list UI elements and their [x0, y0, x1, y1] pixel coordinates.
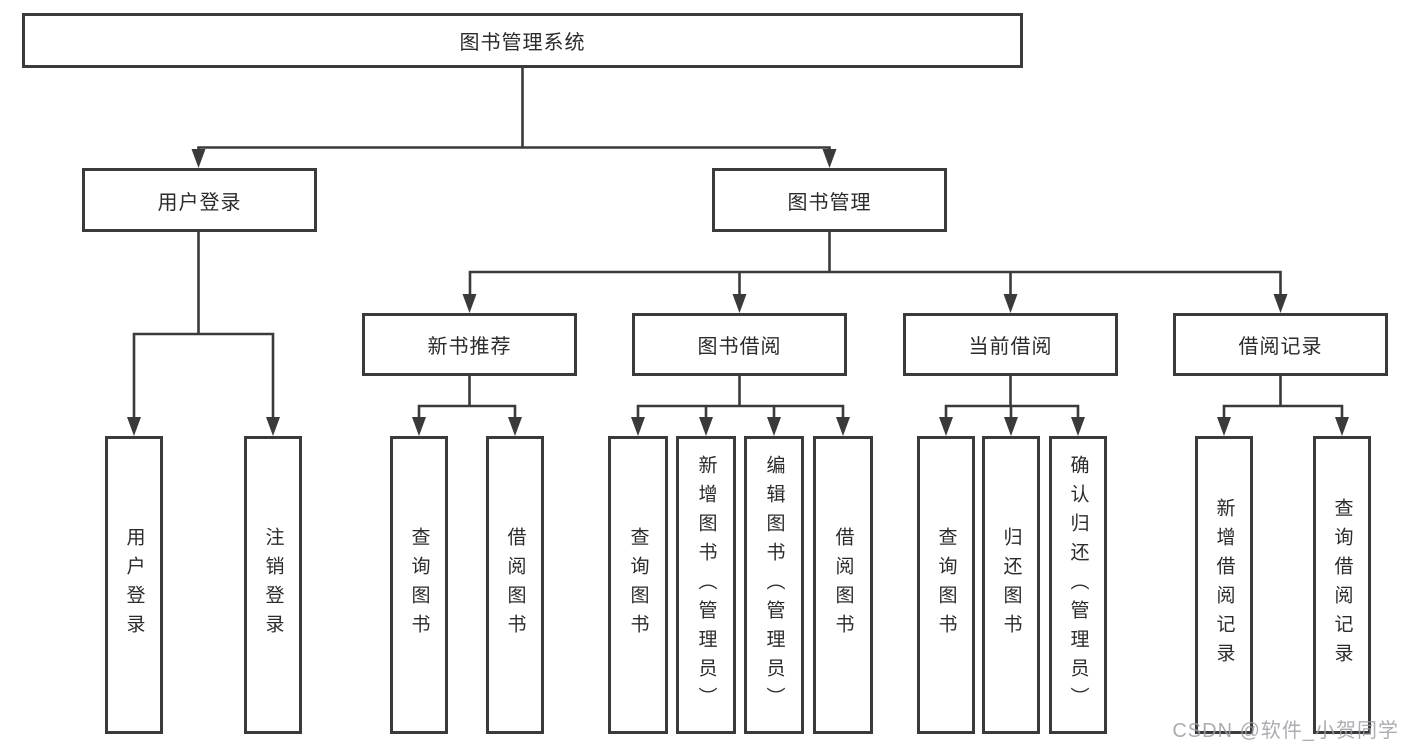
- node-book-borrowing: 图书借阅: [632, 313, 847, 376]
- leaf-borrow-query-books-label: 查询图书: [627, 527, 649, 643]
- leaf-borrow-query-books: 查询图书: [608, 436, 668, 734]
- leaf-records-add-record: 新增借阅记录: [1195, 436, 1253, 734]
- leaf-user-login-label: 用户登录: [123, 527, 145, 643]
- leaf-borrow-borrow-books: 借阅图书: [813, 436, 873, 734]
- leaf-borrow-edit-books-admin-label: 编辑图书（管理员）: [763, 454, 785, 716]
- leaf-current-return-books: 归还图书: [982, 436, 1040, 734]
- leaf-current-return-books-label: 归还图书: [1000, 527, 1022, 643]
- leaf-records-query-record-label: 查询借阅记录: [1331, 498, 1353, 672]
- leaf-borrow-borrow-books-label: 借阅图书: [832, 527, 854, 643]
- arrowheads: [127, 149, 1349, 436]
- leaf-current-confirm-return-admin: 确认归还（管理员）: [1049, 436, 1107, 734]
- leaf-records-query-record: 查询借阅记录: [1313, 436, 1371, 734]
- leaf-borrow-add-books-admin: 新增图书（管理员）: [676, 436, 736, 734]
- leaf-current-query-books-label: 查询图书: [935, 527, 957, 643]
- leaf-recommend-borrow-books: 借阅图书: [486, 436, 544, 734]
- leaf-recommend-query-books-label: 查询图书: [408, 527, 430, 643]
- node-library-system: 图书管理系统: [22, 13, 1023, 68]
- leaf-recommend-borrow-books-label: 借阅图书: [504, 527, 526, 643]
- leaf-current-query-books: 查询图书: [917, 436, 975, 734]
- leaf-borrow-edit-books-admin: 编辑图书（管理员）: [744, 436, 804, 734]
- node-user-login: 用户登录: [82, 168, 317, 232]
- node-borrowing-records: 借阅记录: [1173, 313, 1388, 376]
- leaf-current-confirm-return-admin-label: 确认归还（管理员）: [1067, 454, 1089, 716]
- leaf-recommend-query-books: 查询图书: [390, 436, 448, 734]
- leaf-logout: 注销登录: [244, 436, 302, 734]
- node-book-management: 图书管理: [712, 168, 947, 232]
- leaf-logout-label: 注销登录: [262, 527, 284, 643]
- leaf-records-add-record-label: 新增借阅记录: [1213, 498, 1235, 672]
- node-new-book-recommend: 新书推荐: [362, 313, 577, 376]
- leaf-user-login: 用户登录: [105, 436, 163, 734]
- csdn-watermark: CSDN @软件_小贺同学: [1172, 720, 1399, 742]
- node-current-borrowing: 当前借阅: [903, 313, 1118, 376]
- leaf-borrow-add-books-admin-label: 新增图书（管理员）: [695, 454, 717, 716]
